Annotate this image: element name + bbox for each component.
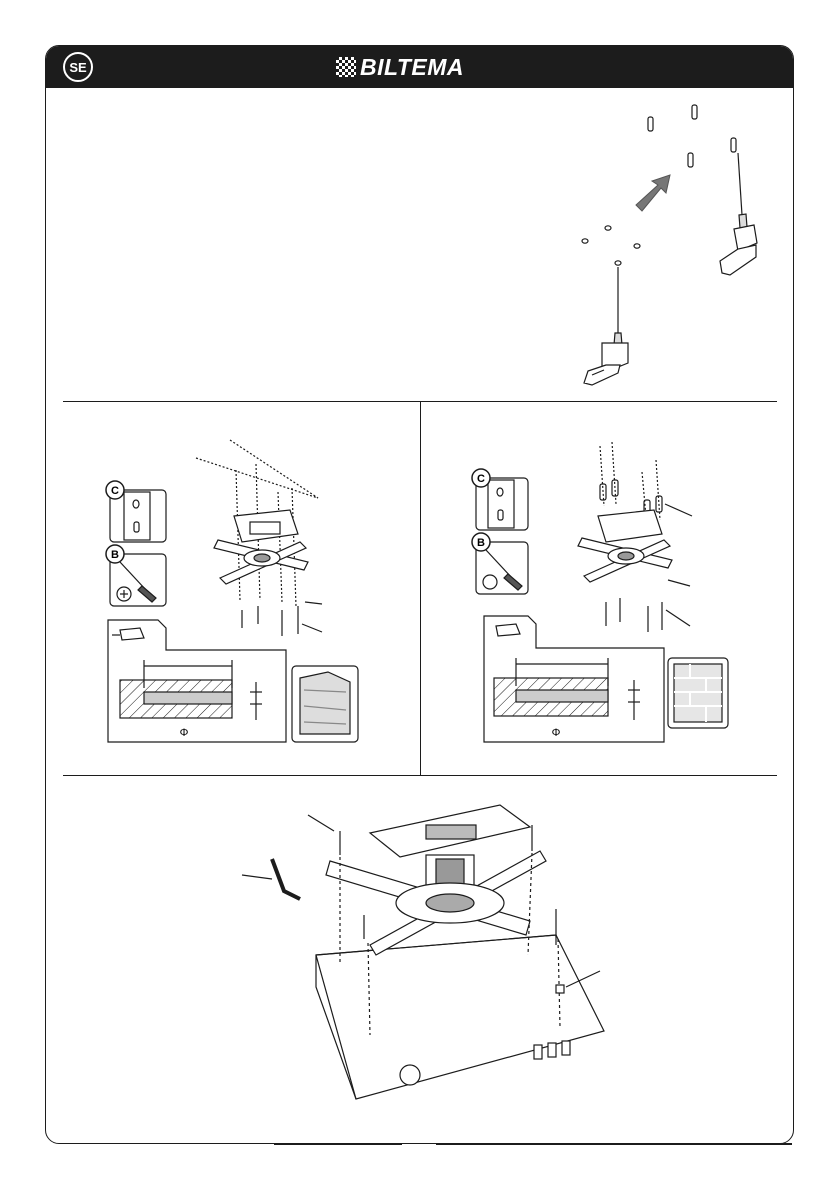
part-b-label: B	[111, 549, 119, 561]
attach-projector-figure	[230, 795, 620, 1105]
language-badge: SE	[63, 52, 93, 82]
wood-mount-figure: C B Φ	[100, 430, 410, 750]
checkered-flag-icon	[336, 57, 356, 77]
anchor-icon	[688, 153, 693, 167]
anchor-icon	[648, 117, 653, 131]
anchor-icon	[692, 105, 697, 119]
divider-bottom	[63, 775, 777, 776]
page-header: SE BILTEMA	[46, 46, 793, 88]
arrow-up-icon	[636, 175, 670, 211]
hole-mark	[634, 244, 640, 248]
brick-mount-figure: C B Φ	[470, 430, 770, 750]
footer-line-left	[274, 1143, 402, 1145]
diameter-symbol: Φ	[180, 727, 189, 739]
hole-mark	[605, 226, 611, 230]
divider-middle	[420, 401, 421, 775]
diameter-symbol: Φ	[552, 727, 561, 739]
brand-logo: BILTEMA	[336, 54, 464, 80]
footer-line-right	[436, 1143, 792, 1145]
part-b-label: B	[477, 537, 485, 549]
hole-mark	[582, 239, 588, 243]
brand-name: BILTEMA	[360, 54, 464, 81]
hole-mark	[615, 261, 621, 265]
anchor-icon	[731, 138, 736, 152]
part-c-label: C	[477, 473, 485, 485]
part-c-label: C	[111, 485, 119, 497]
drill-ceiling-figure	[570, 95, 785, 395]
